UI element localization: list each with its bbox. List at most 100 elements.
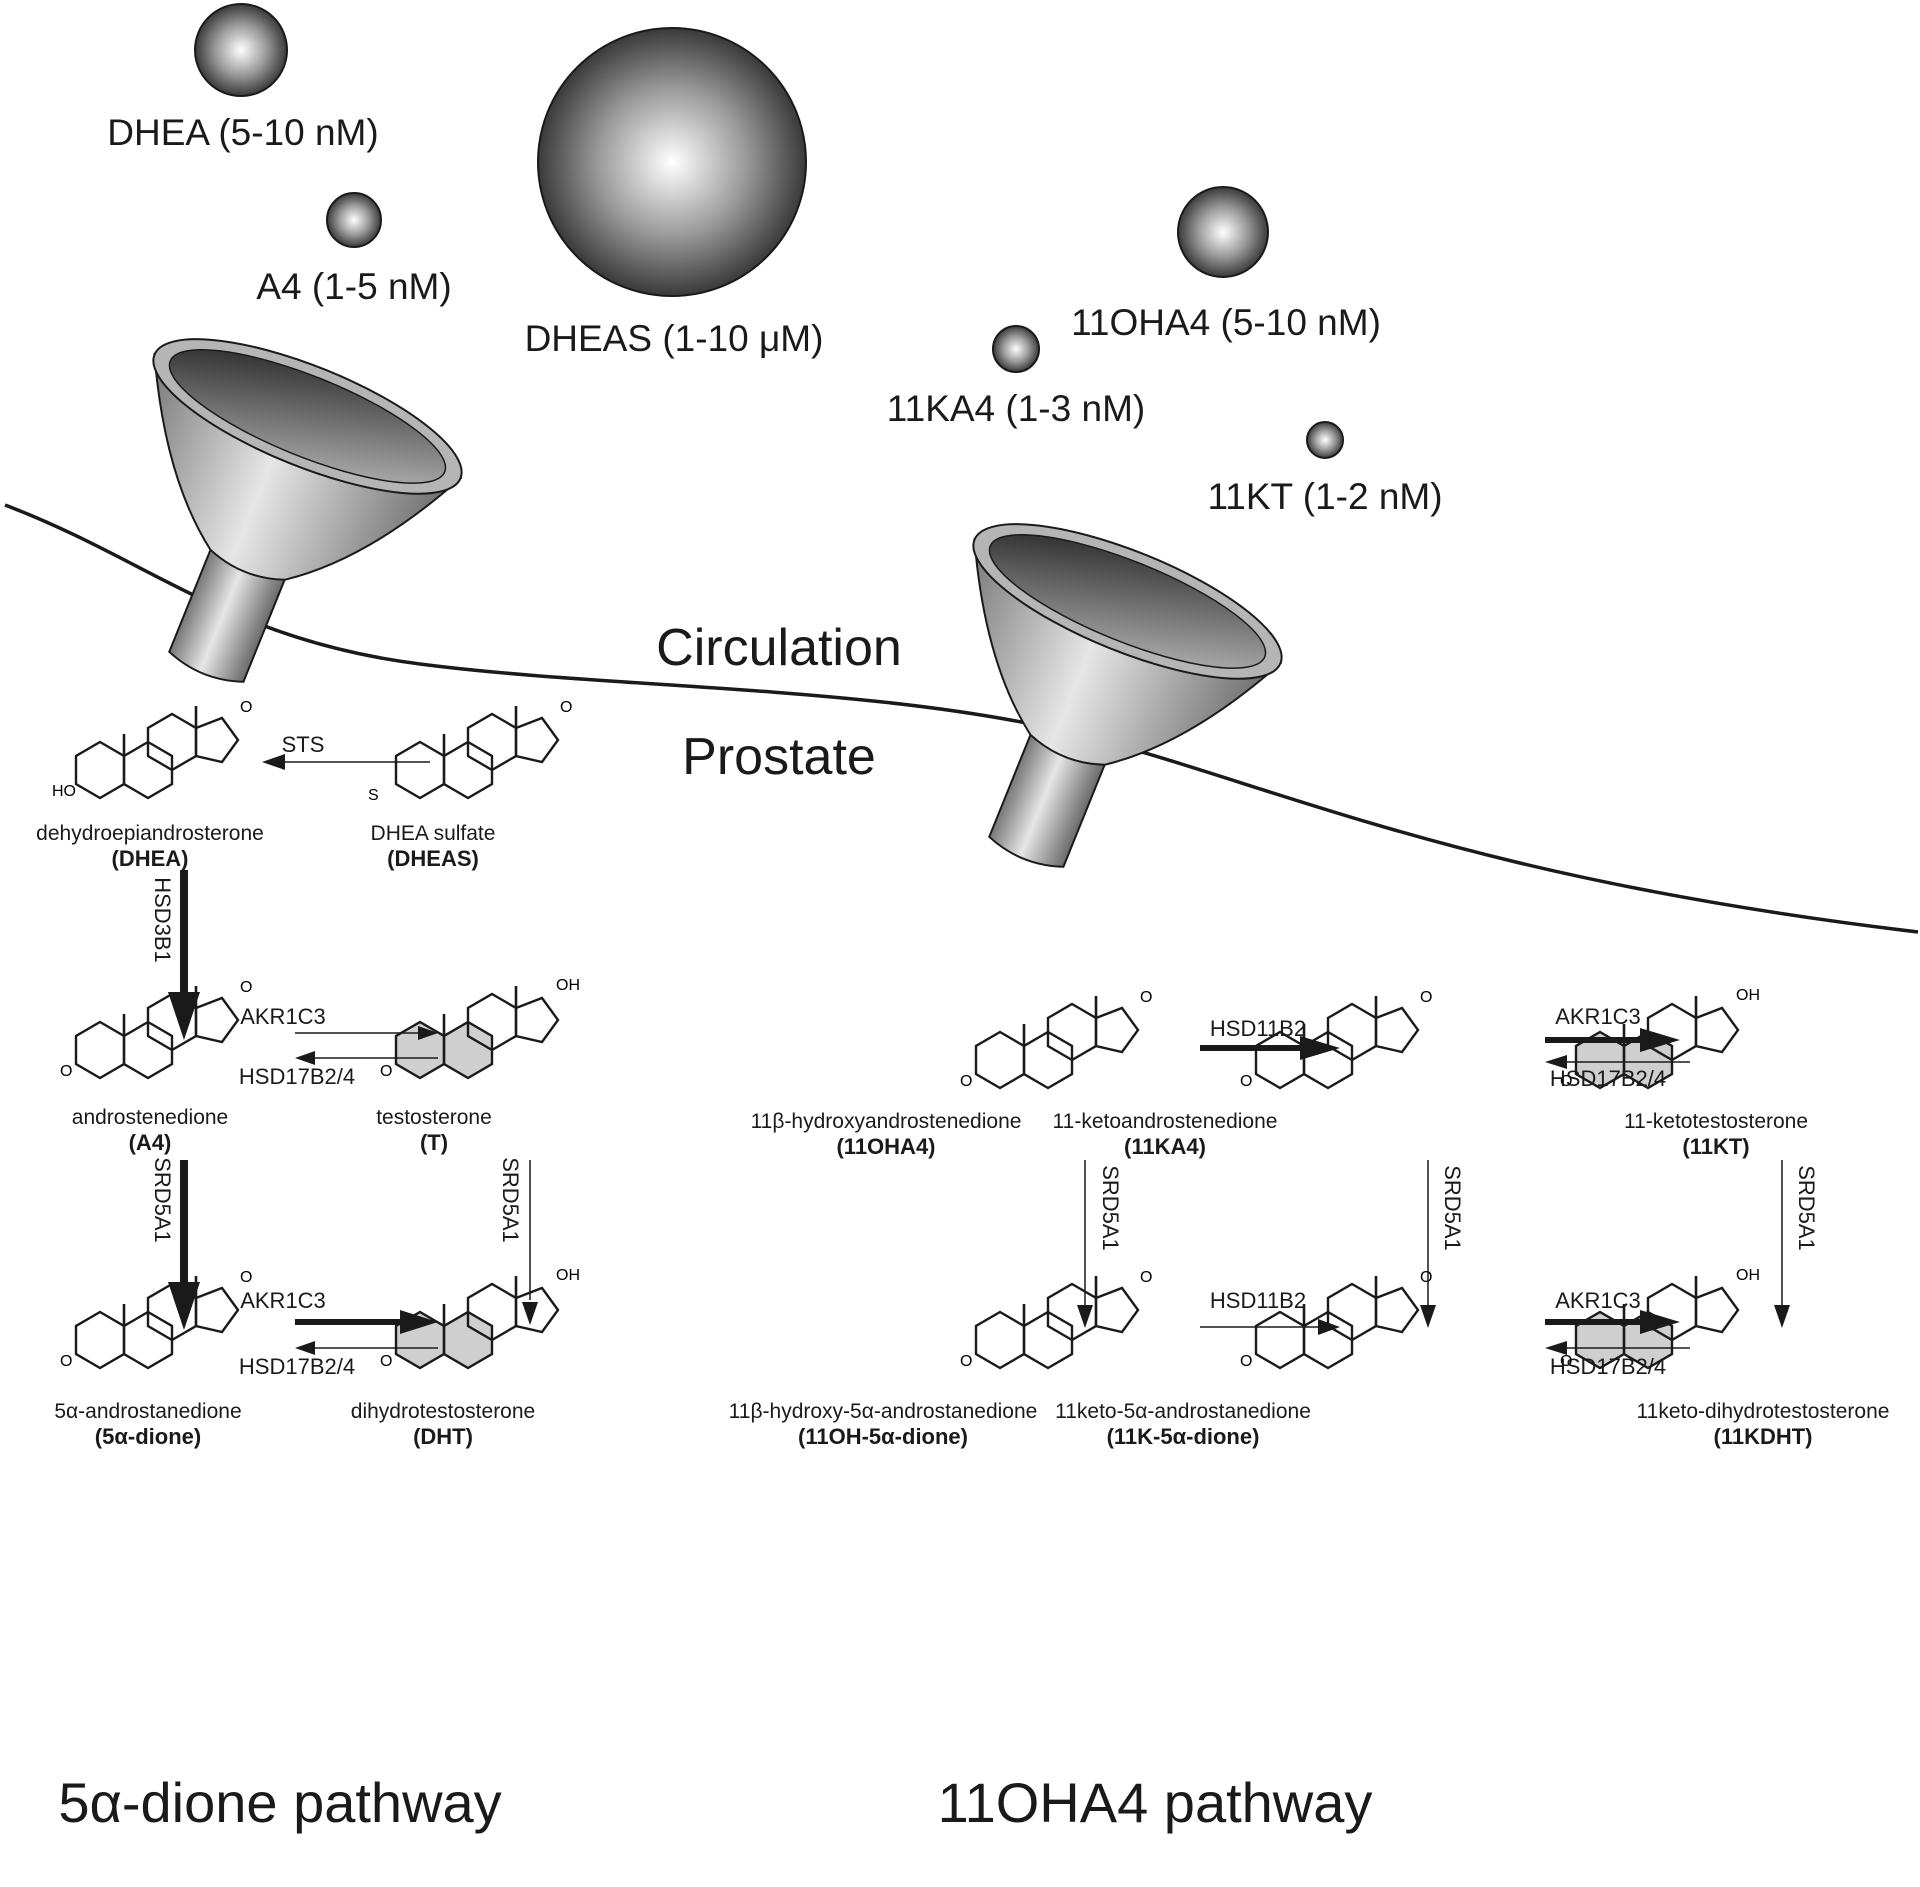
compound-11kdht-name: 11keto-dihydrotestosterone xyxy=(1636,1400,1890,1423)
svg-text:O: O xyxy=(560,699,572,716)
compound-dht-name: dihydrotestosterone xyxy=(350,1400,536,1423)
compound-a4-abbr: (A4) xyxy=(128,1130,172,1155)
svg-text:O: O xyxy=(240,1269,252,1286)
enzyme-sts: STS xyxy=(281,732,325,757)
srd5a1-11oha4-arrow xyxy=(1077,1160,1093,1328)
11kt-concentration-label: 11KT (1-2 nM) xyxy=(1207,476,1443,517)
compound-t-abbr: (T) xyxy=(419,1130,449,1155)
11ka4-structure: OO xyxy=(1240,989,1432,1090)
svg-text:O: O xyxy=(1420,989,1432,1006)
akr1c3-11-bottom-arrow xyxy=(1545,1310,1680,1334)
11ka4-sphere xyxy=(992,325,1040,373)
dhea-sphere xyxy=(194,3,288,97)
compound-11ka4-abbr: (11KA4) xyxy=(1124,1134,1206,1159)
enzyme-hsd17b-bottom: HSD17B2/4 xyxy=(238,1354,356,1379)
11oh-5a-dione-structure: OO xyxy=(960,1269,1152,1370)
compound-dht-abbr: (DHT) xyxy=(413,1424,473,1449)
5a-dione-structure: OO xyxy=(60,1269,252,1370)
enzyme-akr1c3-11-bottom: AKR1C3 xyxy=(1555,1288,1641,1313)
dheas-concentration-label: DHEAS (1-10 μM) xyxy=(524,318,824,359)
compound-11oh-5a-dione-abbr: (11OH-5α-dione) xyxy=(798,1424,968,1449)
prostate-label: Prostate xyxy=(682,728,876,786)
svg-text:O: O xyxy=(1140,1269,1152,1286)
svg-text:O: O xyxy=(60,1353,72,1370)
svg-text:O: O xyxy=(380,1353,392,1370)
svg-text:OH: OH xyxy=(556,1267,580,1284)
akr1c3-11-top-arrow xyxy=(1545,1028,1680,1052)
a4-sphere xyxy=(326,192,382,248)
11k-5a-dione-structure: OO xyxy=(1240,1269,1432,1370)
left-pathway-title: 5α-dione pathway xyxy=(58,1771,502,1834)
srd5a1-11kt-arrow xyxy=(1774,1160,1790,1328)
dhea-concentration-label: DHEA (5-10 nM) xyxy=(107,112,379,153)
compound-11kt-abbr: (11KT) xyxy=(1682,1134,1750,1159)
svg-text:O: O xyxy=(1240,1353,1252,1370)
enzyme-srd5a1-11kt: SRD5A1 xyxy=(1794,1165,1819,1251)
right-funnel xyxy=(972,523,1283,868)
compound-11kdht-abbr: (11KDHT) xyxy=(1713,1424,1813,1449)
compound-11oh-5a-dione-name: 11β-hydroxy-5α-androstanedione xyxy=(728,1400,1038,1423)
svg-text:O: O xyxy=(240,699,252,716)
11oha4-sphere xyxy=(1177,186,1269,278)
compound-dheas-name: DHEA sulfate xyxy=(370,822,496,845)
akr1c3-top-arrow xyxy=(295,1026,438,1040)
compound-t-name: testosterone xyxy=(376,1106,492,1129)
hsd11b2-top-arrow xyxy=(1200,1036,1340,1060)
hsd3b1-arrow xyxy=(168,870,200,1040)
enzyme-hsd17b-top: HSD17B2/4 xyxy=(238,1064,356,1089)
srd5a1-11ka4-arrow xyxy=(1420,1160,1436,1328)
svg-text:O: O xyxy=(1140,989,1152,1006)
circulation-label: Circulation xyxy=(656,619,902,677)
svg-text:O: O xyxy=(960,1073,972,1090)
enzyme-hsd17b-11-bottom: HSD17B2/4 xyxy=(1549,1354,1667,1379)
compound-11k-5a-dione-name: 11keto-5α-androstanedione xyxy=(1055,1400,1311,1423)
svg-text:OH: OH xyxy=(1736,987,1760,1004)
enzyme-akr1c3-bottom: AKR1C3 xyxy=(240,1288,326,1313)
svg-text:O: O xyxy=(380,1063,392,1080)
srd5a1-a4-arrow xyxy=(168,1160,200,1330)
enzyme-srd5a1-t: SRD5A1 xyxy=(498,1157,523,1243)
svg-text:OH: OH xyxy=(556,977,580,994)
svg-text:O: O xyxy=(60,1063,72,1080)
11oha4-structure: OO xyxy=(960,989,1152,1090)
hsd17b-11-bottom-arrow xyxy=(1545,1341,1690,1355)
svg-text:O: O xyxy=(1420,1269,1432,1286)
compound-5a-dione-abbr: (5α-dione) xyxy=(94,1424,202,1449)
svg-text:O: O xyxy=(960,1353,972,1370)
a4-structure: OO xyxy=(60,979,252,1080)
11oha4-concentration-label: 11OHA4 (5-10 nM) xyxy=(1071,302,1381,343)
svg-text:O: O xyxy=(1560,1073,1572,1090)
akr1c3-bottom-arrow xyxy=(295,1310,438,1334)
compound-dhea-name: dehydroepiandrosterone xyxy=(36,822,264,845)
dhea-structure: O HO xyxy=(52,699,252,800)
enzyme-srd5a1-11ka4: SRD5A1 xyxy=(1440,1165,1465,1251)
compound-11k-5a-dione-abbr: (11K-5α-dione) xyxy=(1106,1424,1260,1449)
compound-a4-name: androstenedione xyxy=(71,1106,229,1129)
right-pathway-title: 11OHA4 pathway xyxy=(937,1771,1373,1834)
enzyme-hsd11b2-top: HSD11B2 xyxy=(1209,1016,1307,1041)
enzyme-hsd3b1: HSD3B1 xyxy=(150,877,175,963)
dheas-sphere xyxy=(537,27,807,297)
hsd17b-bottom-arrow xyxy=(295,1341,438,1355)
11ka4-concentration-label: 11KA4 (1-3 nM) xyxy=(886,388,1146,429)
compound-dheas-abbr: (DHEAS) xyxy=(387,846,479,871)
compound-5a-dione-name: 5α-androstanedione xyxy=(54,1400,242,1423)
svg-text:HO: HO xyxy=(52,783,76,800)
enzyme-srd5a1-a4: SRD5A1 xyxy=(150,1157,175,1243)
compound-11oha4-name: 11β-hydroxyandrostenedione xyxy=(750,1110,1022,1133)
left-funnel xyxy=(152,338,463,683)
11kt-sphere xyxy=(1306,421,1344,459)
enzyme-akr1c3-top: AKR1C3 xyxy=(240,1004,326,1029)
hsd11b2-bottom-arrow xyxy=(1200,1319,1340,1335)
sts-arrow xyxy=(262,754,430,770)
compound-11ka4-name: 11-ketoandrostenedione xyxy=(1052,1110,1278,1133)
srd5a1-t-arrow xyxy=(522,1160,538,1325)
enzyme-srd5a1-11oha4: SRD5A1 xyxy=(1098,1165,1123,1251)
compound-11kt-name: 11-ketotestosterone xyxy=(1623,1110,1809,1133)
a4-concentration-label: A4 (1-5 nM) xyxy=(256,266,452,307)
compound-11oha4-abbr: (11OHA4) xyxy=(836,1134,936,1159)
testosterone-structure: OH O xyxy=(380,977,580,1080)
compound-dhea-abbr: (DHEA) xyxy=(111,846,189,871)
svg-text:S: S xyxy=(368,787,379,804)
